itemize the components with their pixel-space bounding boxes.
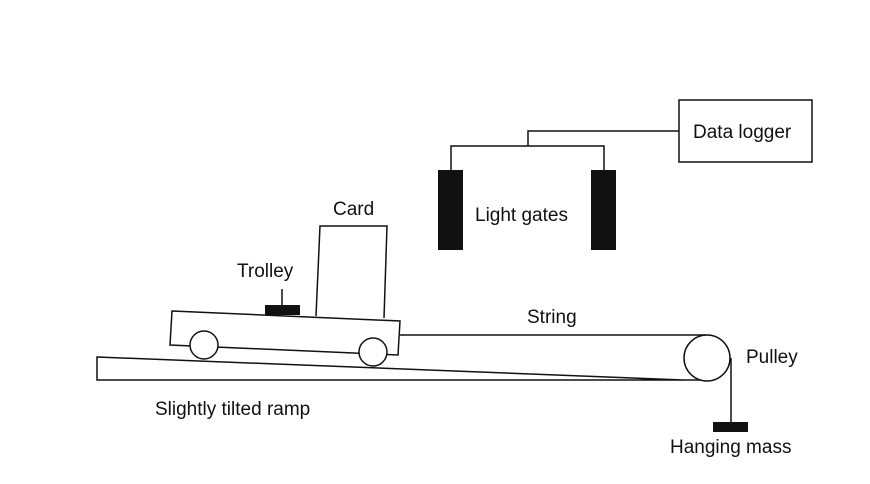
ramp-label: Slightly tilted ramp xyxy=(155,399,310,420)
logger-cable xyxy=(527,130,679,146)
pulley-label: Pulley xyxy=(746,347,798,368)
trolley-wheel-front xyxy=(358,337,388,367)
light-gate-right xyxy=(591,170,616,250)
trolley-label: Trolley xyxy=(237,261,294,282)
card-label: Card xyxy=(333,199,374,220)
hanging-mass-label: Hanging mass xyxy=(670,437,791,458)
data-logger-label: Data logger xyxy=(693,122,792,143)
pulley xyxy=(683,334,731,382)
trolley-marker xyxy=(265,305,300,315)
card xyxy=(315,225,388,319)
string-label: String xyxy=(527,307,577,328)
trolley-body xyxy=(169,310,401,356)
trolley-wheel-rear xyxy=(189,330,219,360)
gate-cable xyxy=(450,145,605,170)
ramp xyxy=(96,356,684,381)
light-gate-left xyxy=(438,170,463,250)
hanging-mass xyxy=(713,422,748,432)
light-gates-label: Light gates xyxy=(475,205,568,226)
